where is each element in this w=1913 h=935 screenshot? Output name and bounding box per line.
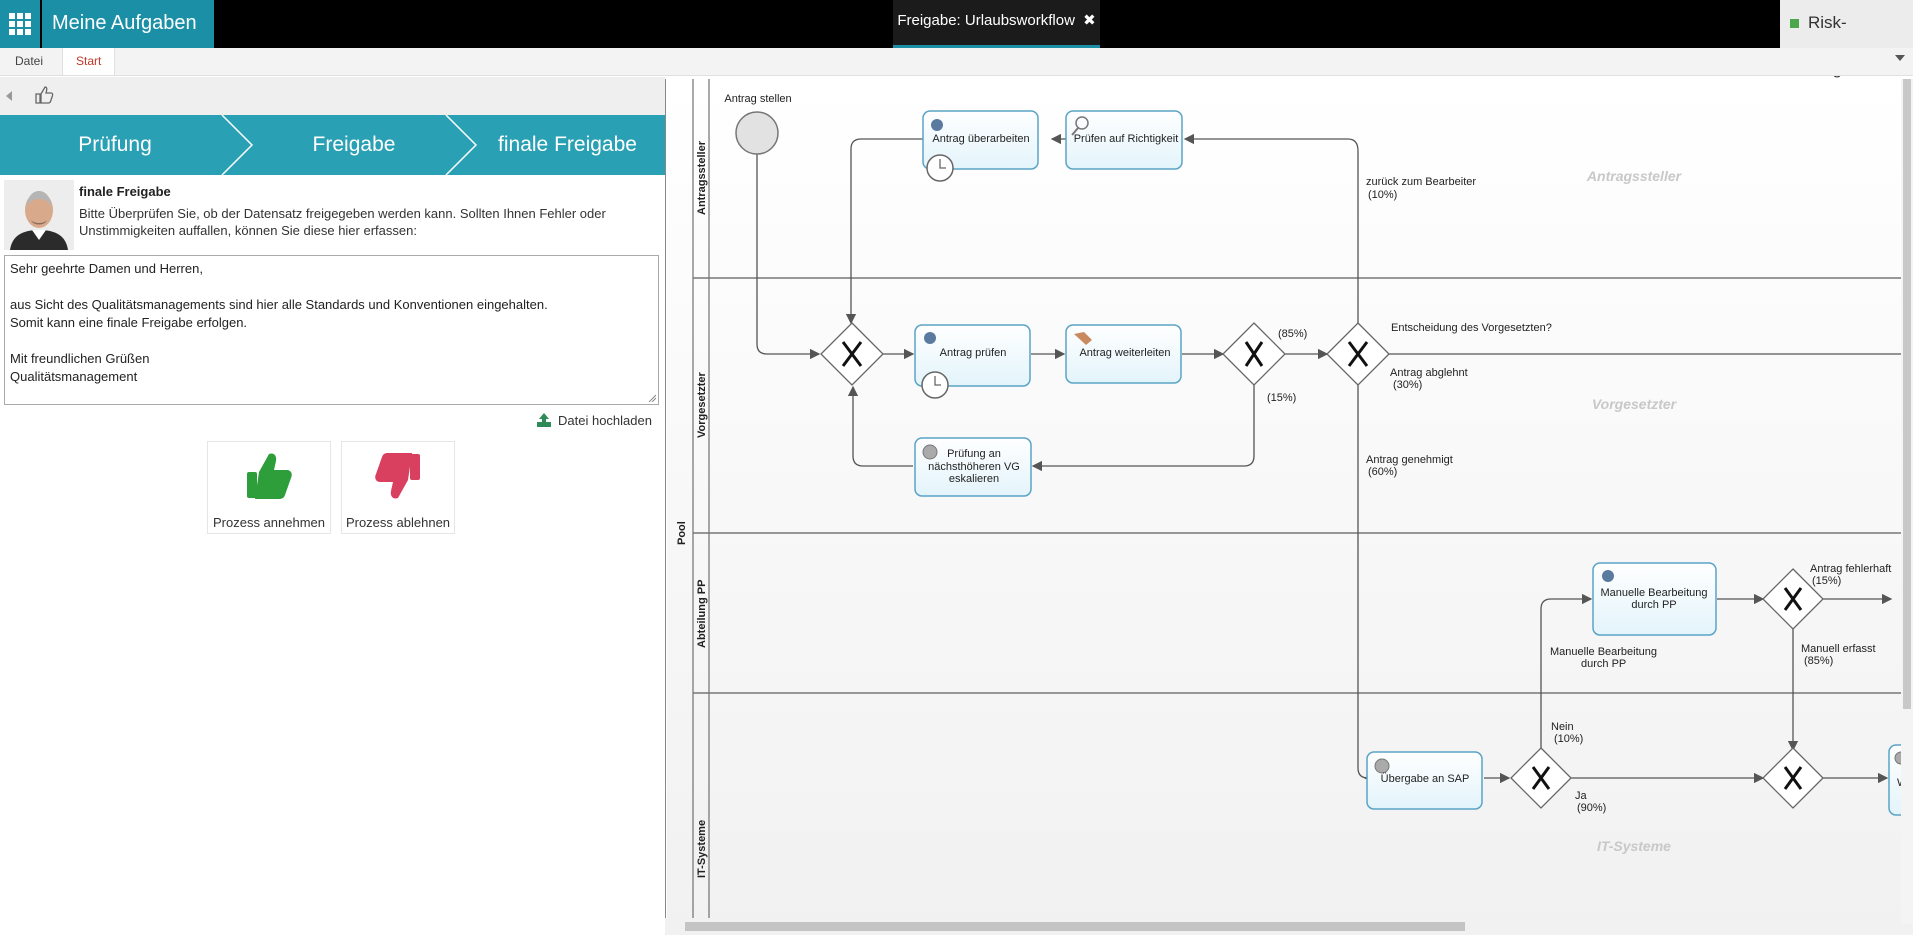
accept-process-button[interactable]: Prozess annehmen <box>207 441 331 534</box>
flow-label: (85%) <box>1278 328 1307 340</box>
gear-icon <box>923 445 937 459</box>
lane-label-abteilung-pp: Abteilung PP <box>696 580 708 648</box>
scrollbar-thumb[interactable] <box>1903 79 1911 709</box>
task-label: Antrag prüfen <box>940 347 1007 359</box>
flow-label: (15%) <box>1267 392 1296 404</box>
flow-label: (15%) <box>1812 575 1841 587</box>
lane-label-vorgesetzter: Vorgesetzter <box>696 371 708 438</box>
user-icon <box>931 119 943 131</box>
task-label: Manuelle Bearbeitung <box>1600 587 1707 599</box>
accept-label: Prozess annehmen <box>208 515 330 530</box>
grid-icon <box>9 13 31 35</box>
flow-label: durch PP <box>1581 658 1626 670</box>
task-pruefung-eskalieren[interactable]: Prüfung an nächsthöheren VG eskalieren <box>915 438 1031 496</box>
task-title: finale Freigabe <box>79 184 171 199</box>
flow-label: Entscheidung des Vorgesetzten? <box>1391 322 1552 334</box>
upload-file-button[interactable]: Datei hochladen <box>536 412 652 428</box>
upload-label: Datei hochladen <box>558 413 652 428</box>
risk-manager-app[interactable]: Risk-Manager <box>1780 0 1913 48</box>
status-dot-icon <box>1790 19 1799 28</box>
comment-textarea[interactable]: Sehr geehrte Damen und Herren, aus Sicht… <box>4 255 659 405</box>
comment-line <box>10 278 653 296</box>
start-event-label: Antrag stellen <box>724 93 791 105</box>
task-label: Prüfen auf Richtigkeit <box>1074 133 1179 145</box>
pool-label: Pool <box>676 521 688 545</box>
lane-watermark-vorgesetzter: Vorgesetzter <box>1592 396 1678 412</box>
flow-label: (90%) <box>1577 802 1606 814</box>
task-label: Antrag überarbeiten <box>932 133 1029 145</box>
reject-process-button[interactable]: Prozess ablehnen <box>341 441 455 534</box>
toolbar <box>0 77 665 115</box>
thumbs-down-icon <box>374 450 422 502</box>
upload-icon <box>536 412 552 428</box>
task-label: nächsthöheren VG <box>928 461 1020 473</box>
user-icon <box>1602 570 1614 582</box>
diagram-vertical-scrollbar[interactable] <box>1901 79 1913 924</box>
arrow-left-icon[interactable] <box>6 91 12 101</box>
flow-label: Antrag genehmigt <box>1366 454 1453 466</box>
flow-label: Manuelle Bearbeitung <box>1550 646 1657 658</box>
comment-line: Somit kann eine finale Freigabe erfolgen… <box>10 314 653 332</box>
flow-label: (10%) <box>1368 189 1397 201</box>
task-description: Bitte Überprüfen Sie, ob der Datensatz f… <box>79 205 649 239</box>
task-label: Antrag weiterleiten <box>1079 347 1170 359</box>
step-finale-freigabe[interactable]: finale Freigabe <box>470 115 665 175</box>
comment-line: Qualitätsmanagement <box>10 368 653 386</box>
resize-handle-icon[interactable] <box>648 394 656 402</box>
task-label: Prüfung an <box>947 448 1001 460</box>
apps-grid-button[interactable] <box>0 0 40 48</box>
workflow-stepper: Prüfung Freigabe finale Freigabe <box>0 115 665 175</box>
scrollbar-thumb[interactable] <box>685 922 1465 931</box>
flow-label: (30%) <box>1393 379 1422 391</box>
ribbon-menu: Datei Start <box>0 48 1913 76</box>
thumbs-up-icon[interactable] <box>34 85 54 105</box>
start-event[interactable] <box>736 112 778 154</box>
flow-label: (85%) <box>1804 655 1833 667</box>
flow-label: Antrag fehlerhaft <box>1810 563 1891 575</box>
flow-label: Antrag abglehnt <box>1390 367 1468 379</box>
menu-start[interactable]: Start <box>62 48 115 75</box>
menu-datei[interactable]: Datei <box>2 48 56 75</box>
comment-line: Mit freundlichen Grüßen <box>10 350 653 368</box>
reject-label: Prozess ablehnen <box>342 515 454 530</box>
lane-label-it-systeme: IT-Systeme <box>696 820 708 878</box>
flow-label: (60%) <box>1368 466 1397 478</box>
task-manuelle-bearbeitung[interactable]: Manuelle Bearbeitung durch PP <box>1593 563 1716 635</box>
lane-watermark-antragssteller: Antragssteller <box>1586 168 1683 184</box>
close-icon[interactable]: ✖ <box>1083 12 1096 29</box>
thumbs-up-icon <box>245 450 293 502</box>
user-icon <box>924 332 936 344</box>
lane-label-antragssteller: Antragssteller <box>696 140 708 215</box>
lane-watermark-it-systeme: IT-Systeme <box>1597 838 1671 854</box>
task-pruefen-richtigkeit[interactable]: Prüfen auf Richtigkeit <box>1066 111 1182 169</box>
gear-icon <box>1375 759 1389 773</box>
chevron-down-icon[interactable] <box>1895 55 1905 61</box>
top-bar: Meine Aufgaben Freigabe: Urlaubsworkflow… <box>0 0 1913 48</box>
tab-urlaubsworkflow[interactable]: Freigabe: Urlaubsworkflow ✖ <box>893 0 1100 48</box>
flow-label: zurück zum Bearbeiter <box>1366 176 1476 188</box>
step-pruefung[interactable]: Prüfung <box>0 115 230 175</box>
app-title[interactable]: Meine Aufgaben <box>42 0 214 48</box>
diagram-horizontal-scrollbar[interactable] <box>665 918 1901 935</box>
task-label: durch PP <box>1631 599 1676 611</box>
flow-label: (10%) <box>1554 733 1583 745</box>
flow-label: Manuell erfasst <box>1801 643 1876 655</box>
step-freigabe[interactable]: Freigabe <box>240 115 468 175</box>
task-antrag-weiterleiten[interactable]: Antrag weiterleiten <box>1066 325 1181 383</box>
process-diagram[interactable]: Pool Antragssteller Vorgesetzter Abteilu… <box>665 79 1913 935</box>
avatar <box>4 180 74 250</box>
task-label: Übergabe an SAP <box>1381 773 1470 785</box>
comment-line: aus Sicht des Qualitätsmanagements sind … <box>10 296 653 314</box>
task-uebergabe-sap[interactable]: Übergabe an SAP <box>1367 752 1482 809</box>
comment-line: Sehr geehrte Damen und Herren, <box>10 260 653 278</box>
task-label: eskalieren <box>949 473 999 485</box>
flow-label: Ja <box>1575 790 1588 802</box>
tab-label: Freigabe: Urlaubsworkflow <box>897 12 1075 29</box>
comment-line <box>10 332 653 350</box>
flow-label: Nein <box>1551 721 1574 733</box>
